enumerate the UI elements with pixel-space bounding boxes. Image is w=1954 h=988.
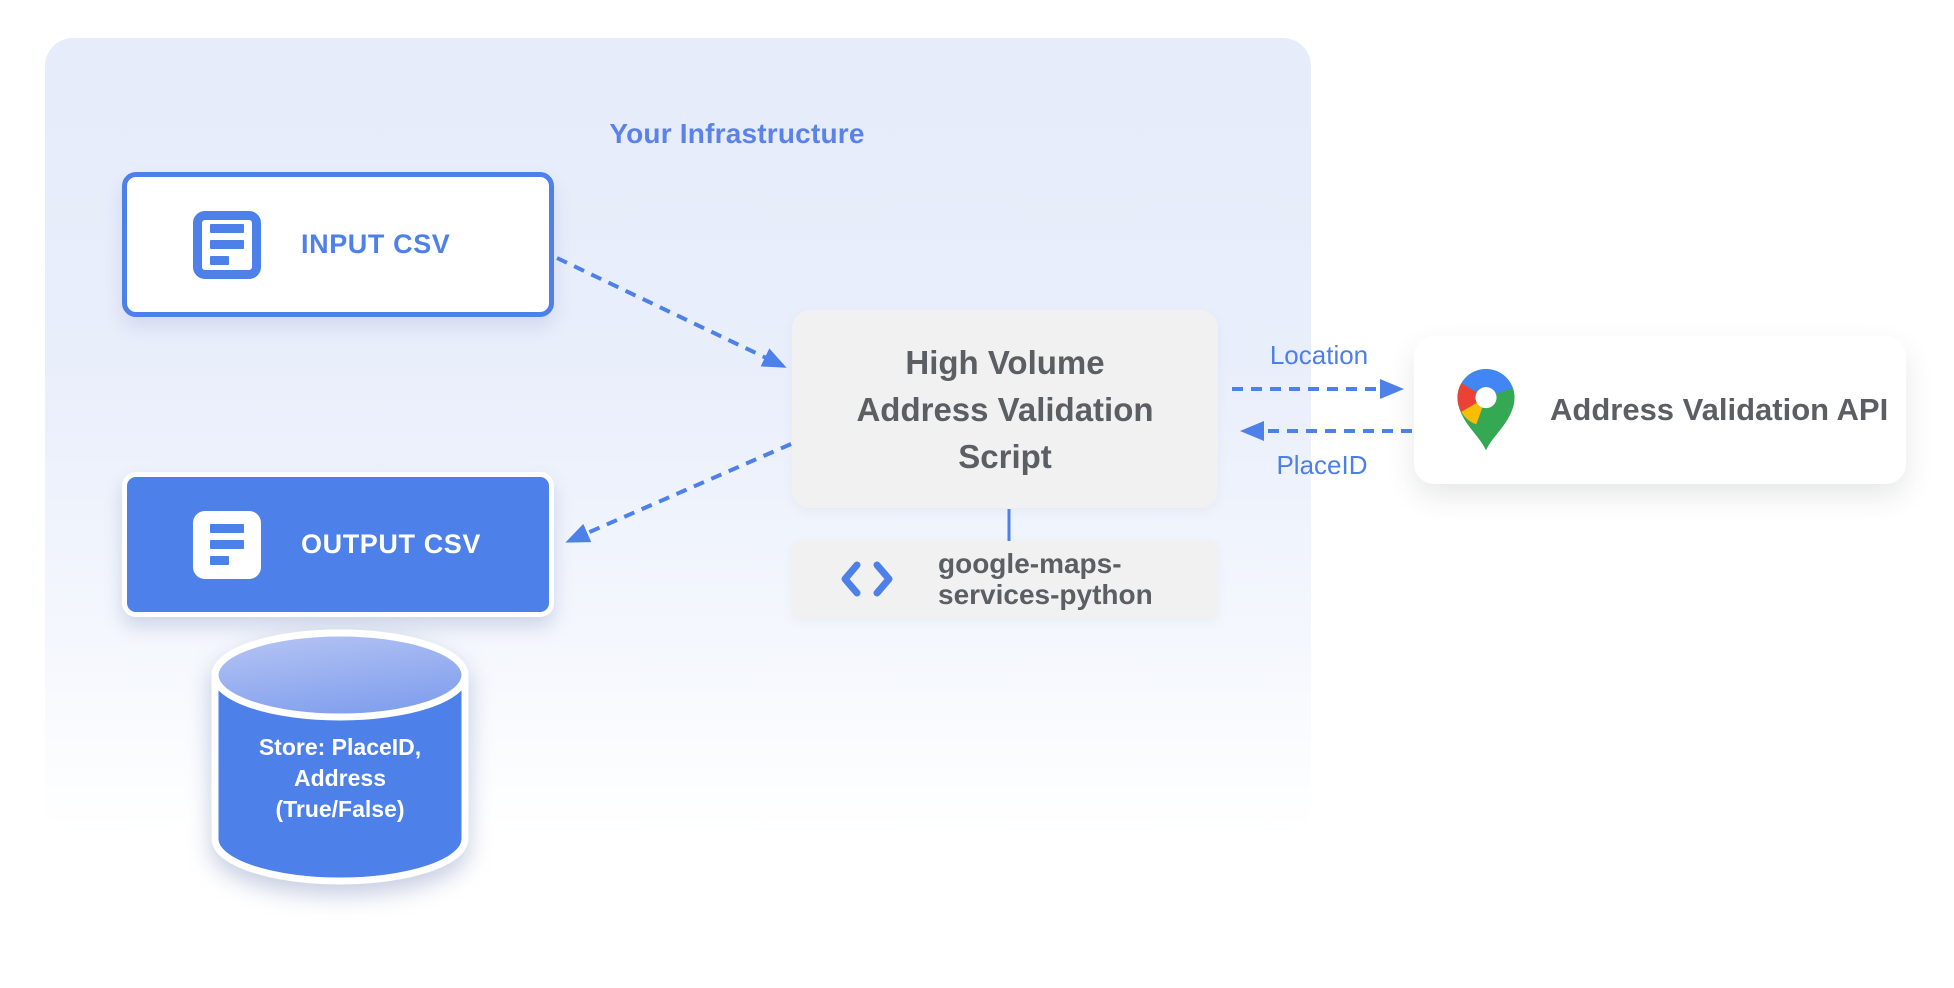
placeid-edge-label: PlaceID [1276, 450, 1368, 480]
input-csv-node: INPUT CSV [122, 172, 554, 317]
script-title-line: Script [958, 437, 1052, 475]
document-icon-line [210, 240, 244, 249]
api-label: Address Validation API [1550, 392, 1889, 427]
location-edge-label: Location [1269, 340, 1369, 370]
google-maps-pin-icon [1457, 369, 1515, 451]
document-icon [193, 210, 261, 279]
document-icon-line [210, 524, 244, 533]
document-icon-line [210, 224, 244, 233]
datastore-cylinder [204, 618, 476, 894]
datastore-label-line: (True/False) [275, 796, 405, 822]
library-label-line: services-python [938, 579, 1153, 610]
library-node: google-maps- services-python [792, 540, 1218, 618]
input-csv-label: INPUT CSV [301, 229, 451, 259]
library-label: google-maps- services-python [938, 548, 1153, 610]
infrastructure-title: Your Infrastructure [609, 118, 865, 149]
document-icon-line [210, 556, 229, 565]
datastore-label-line: Store: PlaceID, [258, 734, 422, 760]
code-icon [841, 561, 893, 597]
datastore-label-line: Address [293, 765, 387, 791]
script-node: High Volume Address Validation Script [792, 310, 1218, 508]
document-icon-line [210, 256, 229, 265]
script-title-line: High Volume [905, 343, 1105, 381]
output-csv-label: OUTPUT CSV [301, 529, 482, 559]
script-title-line: Address Validation [856, 390, 1154, 428]
document-icon-line [210, 540, 244, 549]
api-node: Address Validation API [1414, 336, 1906, 484]
datastore-label: Store: PlaceID, Address (True/False) [204, 732, 476, 825]
output-csv-node: OUTPUT CSV [122, 472, 554, 617]
library-label-line: google-maps- [938, 548, 1122, 579]
database-cylinder-icon [211, 629, 469, 885]
document-icon [193, 510, 261, 579]
